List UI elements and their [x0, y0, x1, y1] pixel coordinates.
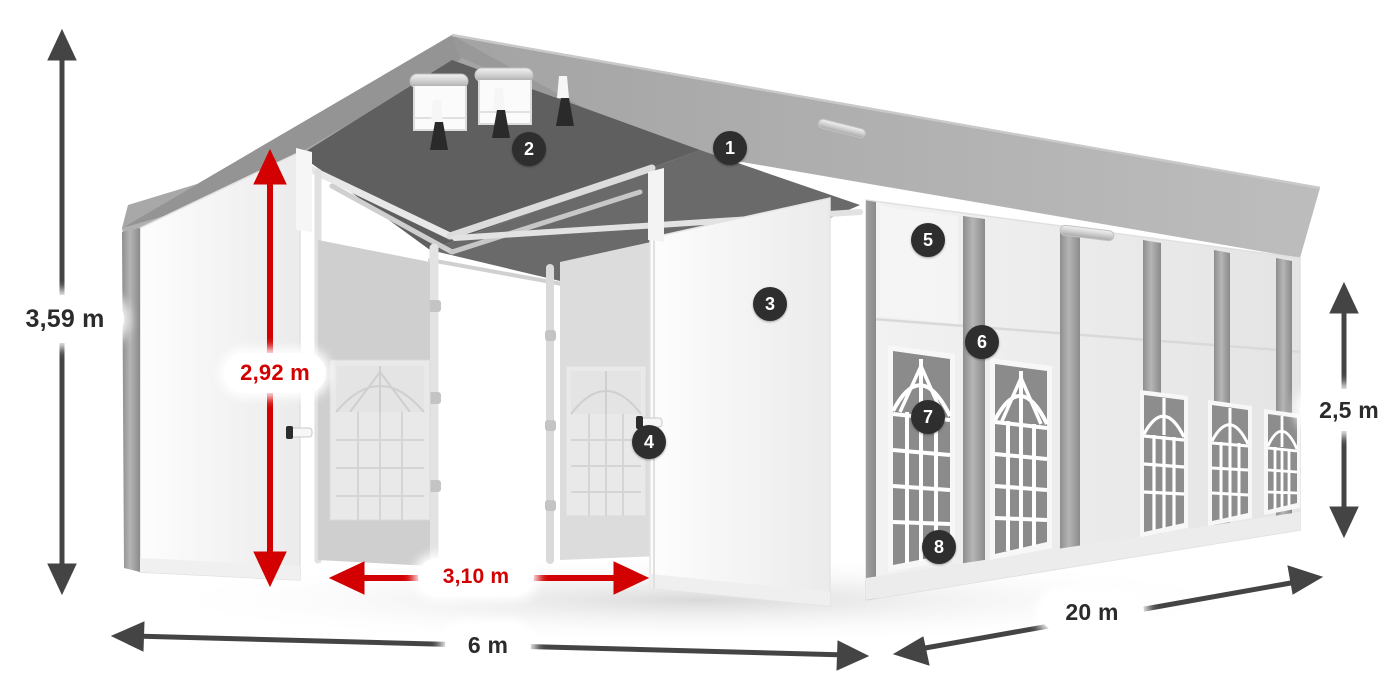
- side-wall-seam: [866, 316, 1300, 354]
- callout-badge-3[interactable]: 3: [753, 287, 787, 321]
- callout-badge-2[interactable]: 2: [512, 132, 546, 166]
- dimension-label-door-height: 2,92 m: [224, 353, 326, 393]
- interior-window-left: [329, 359, 431, 521]
- roof-ridge-line: [451, 33, 1321, 190]
- callout-badge-1[interactable]: 1: [713, 131, 747, 165]
- roof-underside: [300, 60, 700, 250]
- callout-badge-7[interactable]: 7: [911, 400, 945, 434]
- callout-badge-8[interactable]: 8: [922, 530, 956, 564]
- side-window-5: [1264, 409, 1300, 515]
- gable-apex-strap-left: [296, 148, 312, 232]
- corner-strap-left: [122, 228, 140, 572]
- dimension-label-front-width: 6 m: [445, 625, 531, 665]
- dimension-label-door-width: 3,10 m: [418, 558, 534, 596]
- callout-badge-4[interactable]: 4: [632, 425, 666, 459]
- dimension-label-tent-length: 20 m: [1040, 592, 1144, 632]
- gable-rollup-flap-right: [474, 67, 534, 125]
- front-panel-right-door: [649, 197, 831, 607]
- dimension-label-ridge-height: 3,59 m: [6, 295, 124, 343]
- front-panel-right-hem: [650, 574, 830, 606]
- upper-side-panel: [880, 206, 958, 324]
- side-rollup-tube-2: [817, 118, 866, 139]
- callout-badge-5[interactable]: 5: [911, 223, 945, 257]
- corner-strap-front-right: [866, 200, 876, 600]
- gable-apex-strap: [648, 168, 664, 242]
- side-wall-hem: [866, 512, 1300, 600]
- side-rollup-tube: [1059, 224, 1115, 242]
- side-window-3: [1140, 390, 1188, 537]
- roof-far-slope: [440, 35, 1320, 258]
- side-window-2: [990, 358, 1052, 560]
- side-window-4: [1208, 400, 1252, 526]
- dimension-label-sidewall-height: 2,5 m: [1300, 389, 1398, 431]
- front-panel-left-handle: [286, 426, 313, 439]
- front-panel-left-hem: [140, 558, 300, 580]
- callout-badge-6[interactable]: 6: [965, 325, 999, 359]
